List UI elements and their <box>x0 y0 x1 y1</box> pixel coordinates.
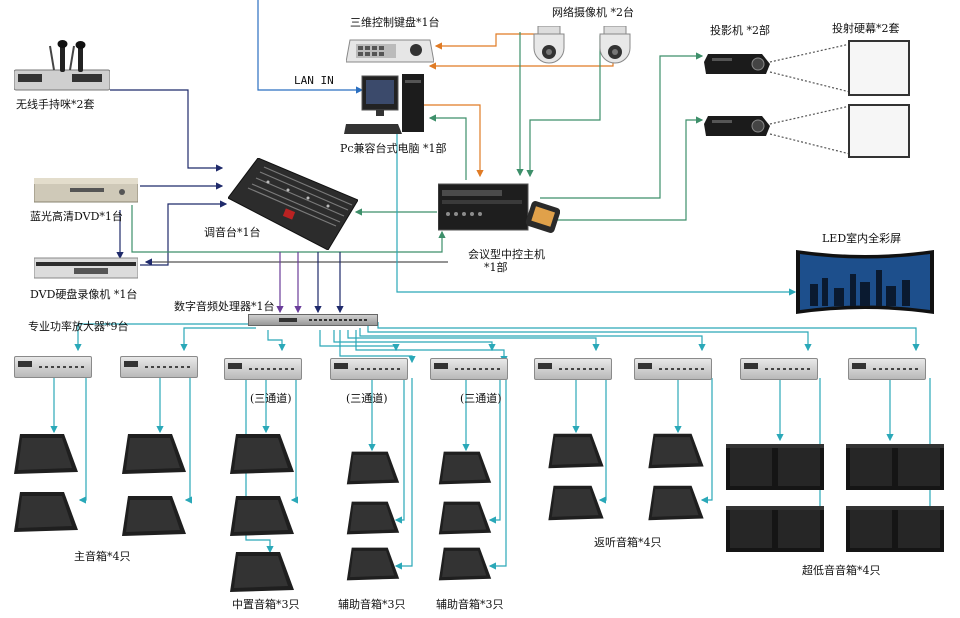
wireless-mic-icon <box>13 40 111 94</box>
cameras-label: 网络摄像机 *2台 <box>552 6 634 19</box>
dvd-recorder-label: DVD硬盘录像机 *1台 <box>30 288 138 301</box>
projection-screen-icon <box>848 104 910 158</box>
mixing-console-icon <box>227 157 359 251</box>
speaker-icon <box>548 432 604 470</box>
power-amplifier-icon <box>120 356 198 378</box>
speaker-icon <box>346 546 400 582</box>
speaker-icon <box>648 432 704 470</box>
dome-camera-icon <box>530 25 568 66</box>
desktop-pc-icon <box>344 74 430 138</box>
projection-screen-icon <box>848 40 910 96</box>
speaker-icon <box>122 432 186 476</box>
subwoofer-icon <box>846 444 944 490</box>
speaker-icon <box>230 432 294 476</box>
dome-camera-icon <box>596 25 634 66</box>
controller-label-count: *1部 <box>484 261 508 274</box>
power-amplifier-icon <box>634 358 712 380</box>
subwoofer-icon <box>726 506 824 552</box>
speaker-icon <box>14 490 78 534</box>
power-amplifier-icon <box>740 358 818 380</box>
monitor-speakers-label: 返听音箱*4只 <box>594 536 662 549</box>
subwoofer-icon <box>846 506 944 552</box>
dsp-unit-icon <box>248 314 378 326</box>
speaker-icon <box>438 546 492 582</box>
power-amplifier-icon <box>848 358 926 380</box>
center-speakers-label: 中置音箱*3只 <box>232 598 300 611</box>
speaker-icon <box>548 484 604 522</box>
subwoofers-label: 超低音音箱*4只 <box>802 564 881 577</box>
bluray-label: 蓝光高清DVD*1台 <box>30 210 123 223</box>
projector-icon <box>704 50 770 76</box>
three-channel-label: (三通道) <box>460 392 502 405</box>
three-channel-label: (三通道) <box>250 392 292 405</box>
pc-label: Pc兼容台式电脑 *1部 <box>340 142 447 155</box>
central-controller-icon <box>437 178 561 240</box>
power-amplifier-icon <box>430 358 508 380</box>
power-amplifier-icon <box>330 358 408 380</box>
wireless-mic-label: 无线手持咪*2套 <box>16 98 95 111</box>
mixer-label: 调音台*1台 <box>204 226 261 239</box>
main-speakers-label: 主音箱*4只 <box>74 550 131 563</box>
keyboard-label: 三维控制键盘*1台 <box>350 16 440 29</box>
amplifiers-label: 专业功率放大器*9台 <box>28 320 129 333</box>
dsp-label: 数字音频处理器*1台 <box>174 300 275 313</box>
three-channel-label: (三通道) <box>346 392 388 405</box>
speaker-icon <box>648 484 704 522</box>
speaker-icon <box>438 500 492 536</box>
projector-icon <box>704 112 770 138</box>
screen-label: 投射硬幕*2套 <box>832 22 900 35</box>
power-amplifier-icon <box>224 358 302 380</box>
power-amplifier-icon <box>14 356 92 378</box>
led-label: LED室内全彩屏 <box>822 232 902 245</box>
speaker-icon <box>14 432 78 476</box>
speaker-icon <box>230 550 294 594</box>
projector-label: 投影机 *2部 <box>710 24 770 37</box>
speaker-icon <box>346 450 400 486</box>
led-wall-icon <box>794 248 936 316</box>
subwoofer-icon <box>726 444 824 490</box>
speaker-icon <box>230 494 294 538</box>
ptz-keyboard-icon <box>345 34 435 64</box>
power-amplifier-icon <box>534 358 612 380</box>
dvd-recorder-icon <box>33 256 139 280</box>
lan-in-label: LAN IN <box>294 74 334 87</box>
speaker-icon <box>122 494 186 538</box>
aux-speakers-label: 辅助音箱*3只 <box>338 598 406 611</box>
controller-label: 会议型中控主机 <box>468 248 545 261</box>
bluray-player-icon <box>33 176 139 204</box>
speaker-icon <box>346 500 400 536</box>
speaker-icon <box>438 450 492 486</box>
aux-speakers-label: 辅助音箱*3只 <box>436 598 504 611</box>
